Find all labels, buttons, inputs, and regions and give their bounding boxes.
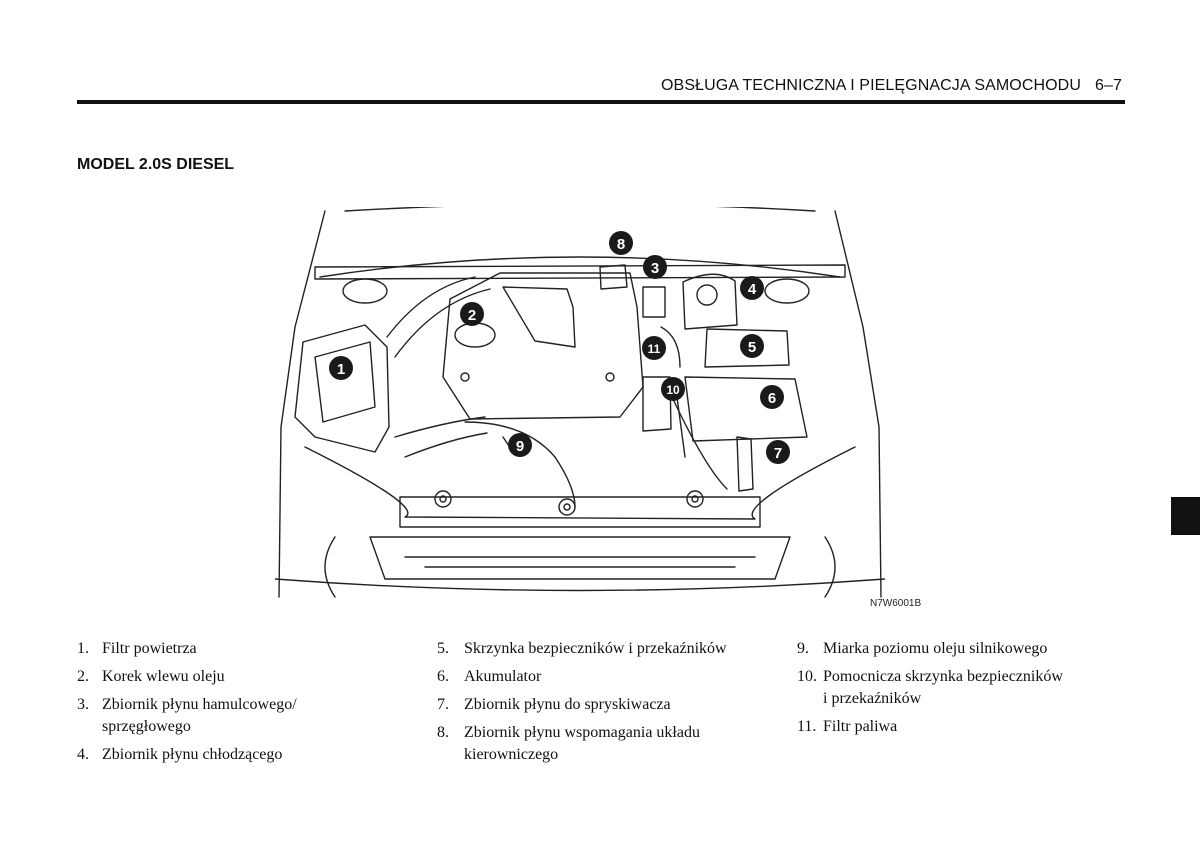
callout-6: 6: [760, 385, 784, 409]
legend-text: Zbiornik płynu wspomagania układu: [464, 724, 700, 741]
callout-10: 10: [661, 377, 685, 401]
legend-number: 10.: [797, 668, 817, 685]
legend-text: Zbiornik płynu do spryskiwacza: [464, 696, 671, 713]
svg-text:8: 8: [617, 236, 625, 253]
engine-bay-diagram: 1 2 3 4 5 6 7 8 9 10 11: [275, 207, 885, 598]
legend-item: 11. Filtr paliwa: [797, 716, 1063, 738]
svg-text:7: 7: [774, 445, 782, 462]
svg-text:1: 1: [337, 361, 345, 378]
running-header-title: OBSŁUGA TECHNICZNA I PIELĘGNACJA SAMOCHO…: [661, 77, 1081, 94]
legend-item: 3. Zbiornik płynu hamulcowego/ sprzęgłow…: [77, 694, 297, 738]
legend-item: 1. Filtr powietrza: [77, 638, 297, 660]
callout-7: 7: [766, 440, 790, 464]
svg-text:3: 3: [651, 260, 659, 277]
legend-text: Zbiornik płynu hamulcowego/: [102, 696, 297, 713]
legend-column-2: 5. Skrzynka bezpieczników i przekaźników…: [437, 638, 727, 772]
callout-2: 2: [460, 302, 484, 326]
callout-markers: 1 2 3 4 5 6 7 8 9 10 11: [329, 231, 790, 464]
callout-5: 5: [740, 334, 764, 358]
figure-code: N7W6001B: [870, 598, 922, 609]
legend-text: Akumulator: [464, 668, 542, 685]
legend-number: 2.: [77, 668, 89, 685]
svg-text:4: 4: [748, 281, 757, 298]
legend-column-1: 1. Filtr powietrza 2. Korek wlewu oleju …: [77, 638, 297, 772]
legend-column-3: 9. Miarka poziomu oleju silnikowego 10. …: [797, 638, 1063, 744]
legend-text: sprzęgłowego: [102, 718, 191, 735]
callout-8: 8: [609, 231, 633, 255]
legend-number: 5.: [437, 640, 449, 657]
legend-text: Filtr powietrza: [102, 640, 197, 657]
legend-number: 8.: [437, 724, 449, 741]
legend-text: Pomocnicza skrzynka bezpieczników: [823, 668, 1063, 685]
callout-4: 4: [740, 276, 764, 300]
legend-item: 5. Skrzynka bezpieczników i przekaźników: [437, 638, 727, 660]
legend-text: Korek wlewu oleju: [102, 668, 225, 685]
svg-text:5: 5: [748, 339, 756, 356]
svg-text:11: 11: [648, 342, 661, 356]
legend-item: 4. Zbiornik płynu chłodzącego: [77, 744, 297, 766]
legend-text: i przekaźników: [823, 690, 922, 707]
svg-text:2: 2: [468, 307, 476, 324]
running-header: OBSŁUGA TECHNICZNA I PIELĘGNACJA SAMOCHO…: [661, 77, 1122, 95]
legend-text: kierowniczego: [464, 746, 559, 763]
chapter-tab: [1171, 497, 1200, 535]
legend-number: 11.: [797, 718, 817, 735]
legend-number: 1.: [77, 640, 89, 657]
legend-item: 10. Pomocnicza skrzynka bezpieczników i …: [797, 666, 1063, 710]
legend-number: 7.: [437, 696, 449, 713]
svg-text:9: 9: [516, 438, 524, 455]
model-title: MODEL 2.0S DIESEL: [77, 156, 235, 173]
legend-item: 9. Miarka poziomu oleju silnikowego: [797, 638, 1063, 660]
legend-number: 3.: [77, 696, 89, 713]
legend-text: Zbiornik płynu chłodzącego: [102, 746, 283, 763]
legend-item: 6. Akumulator: [437, 666, 727, 688]
callout-1: 1: [329, 356, 353, 380]
header-rule: [77, 100, 1125, 104]
legend-item: 7. Zbiornik płynu do spryskiwacza: [437, 694, 727, 716]
legend-item: 8. Zbiornik płynu wspomagania układu kie…: [437, 722, 727, 766]
legend-item: 2. Korek wlewu oleju: [77, 666, 297, 688]
legend-text: Filtr paliwa: [823, 718, 898, 735]
callout-11: 11: [642, 336, 666, 360]
legend-number: 6.: [437, 668, 449, 685]
svg-text:6: 6: [768, 390, 776, 407]
callout-3: 3: [643, 255, 667, 279]
callout-9: 9: [508, 433, 532, 457]
engine-bay-outline: [275, 207, 885, 598]
legend-text: Miarka poziomu oleju silnikowego: [823, 640, 1048, 657]
legend-number: 4.: [77, 746, 89, 763]
legend-text: Skrzynka bezpieczników i przekaźników: [464, 640, 727, 657]
page-number: 6–7: [1095, 77, 1122, 94]
legend-number: 9.: [797, 640, 809, 657]
svg-text:10: 10: [666, 383, 680, 397]
